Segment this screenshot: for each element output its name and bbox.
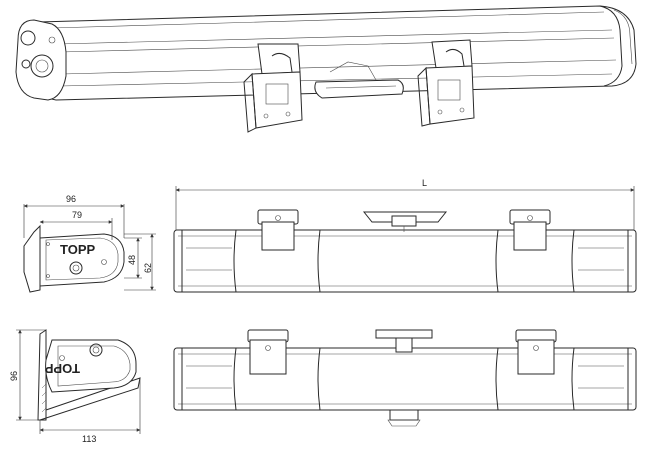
- side-view-bottom: TOPP 96 113: [9, 329, 141, 444]
- dim-length: L: [422, 178, 427, 188]
- logo-text-bottom: TOPP: [45, 361, 80, 376]
- center-clip: [314, 61, 404, 99]
- front-view-bottom: [173, 329, 637, 427]
- side-view-top: TOPP 96 79 48 62: [23, 194, 156, 293]
- dim-side-height-inner: 48: [127, 255, 137, 265]
- dim-side-inner-width: 79: [72, 210, 82, 220]
- front-top-right-bracket: [509, 209, 551, 251]
- right-bracket: [417, 39, 475, 127]
- dim-side-top-width: 96: [66, 194, 76, 204]
- dim-bracket-width: 113: [82, 434, 96, 444]
- front-bottom-center-post: [375, 329, 433, 427]
- isometric-view: [15, 5, 637, 133]
- left-end-cap: [15, 19, 67, 101]
- front-top-left-bracket: [257, 209, 299, 251]
- front-bottom-right-bracket: [515, 329, 557, 375]
- dim-side-height-outer: 62: [143, 263, 153, 273]
- left-bracket: [243, 43, 303, 133]
- screw-hole: [69, 261, 83, 275]
- front-bottom-left-bracket: [247, 329, 289, 375]
- logo-text-top: TOPP: [60, 242, 95, 257]
- front-view-top: L: [173, 178, 637, 293]
- front-top-center-clip: [362, 211, 448, 232]
- dim-bracket-height: 96: [9, 371, 19, 381]
